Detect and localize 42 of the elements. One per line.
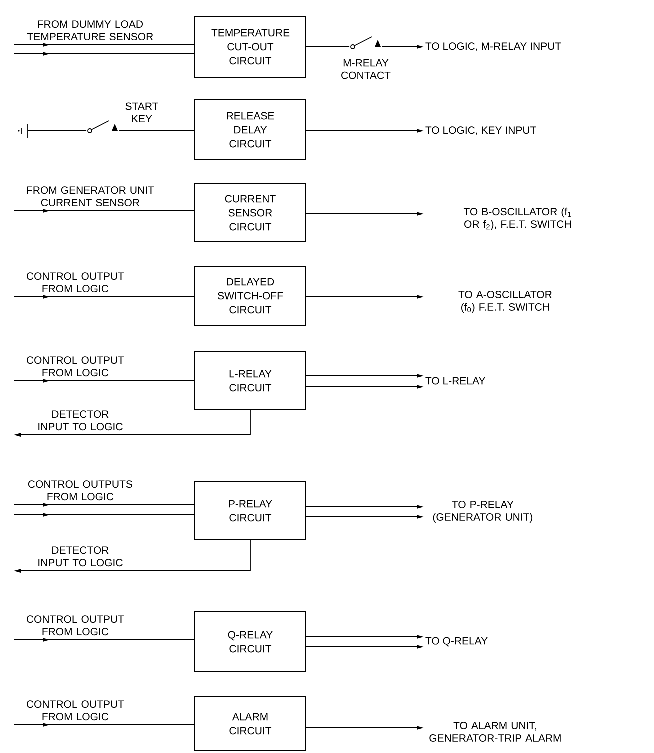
signal-line <box>306 46 350 48</box>
signal-label: FROM DUMMY LOAD TEMPERATURE SENSOR <box>27 20 154 41</box>
signal-label: DETECTOR INPUT TO LOGIC <box>38 410 123 431</box>
arrow <box>14 379 195 383</box>
arrow <box>14 52 195 56</box>
output-label: TO LOGIC, KEY INPUT <box>426 126 536 136</box>
circuit-box: CURRENT SENSOR CIRCUIT <box>194 184 306 242</box>
signal-label: CONTROL OUTPUT FROM LOGIC <box>26 272 124 293</box>
output-label: TO LOGIC, M-RELAY INPUT <box>426 42 562 52</box>
signal-label: FROM GENERATOR UNIT CURRENT SENSOR <box>27 186 154 207</box>
battery-symbol <box>18 124 28 138</box>
circuit-box: ALARM CIRCUIT <box>194 696 306 752</box>
signal-label: CONTROL OUTPUT FROM LOGIC <box>26 700 124 721</box>
circuit-box: DELAYED SWITCH-OFF CIRCUIT <box>194 266 306 326</box>
arrow <box>14 723 195 727</box>
switch-label: START KEY <box>126 102 158 123</box>
output-label: TO P-RELAY (GENERATOR UNIT) <box>433 501 533 524</box>
circuit-box: Q-RELAY CIRCUIT <box>194 612 306 672</box>
arrow <box>14 638 195 642</box>
arrow <box>14 43 195 47</box>
signal-line <box>119 130 195 132</box>
signal-label: CONTROL OUTPUTS FROM LOGIC <box>28 480 132 501</box>
signal-line <box>28 130 87 132</box>
output-label: TO Q-RELAY <box>426 637 488 647</box>
output-label: TO L-RELAY <box>426 377 486 385</box>
circuit-box: L-RELAY CIRCUIT <box>194 352 306 410</box>
circuit-box: RELEASE DELAY CIRCUIT <box>194 100 306 160</box>
arrow <box>14 209 195 213</box>
switch-label: M-RELAY CONTACT <box>342 59 391 80</box>
arrow <box>14 295 195 299</box>
circuit-box: TEMPERATURE CUT-OUT CIRCUIT <box>194 16 306 78</box>
output-label: TO A-OSCILLATOR (f$_{0}$) F.E.T. SWITCH <box>458 291 552 314</box>
arrow <box>14 503 195 507</box>
signal-label: CONTROL OUTPUT FROM LOGIC <box>26 356 124 377</box>
signal-label: CONTROL OUTPUT FROM LOGIC <box>26 616 124 636</box>
circuit-box: P-RELAY CIRCUIT <box>194 482 306 540</box>
output-label: TO B-OSCILLATOR (f$_{1}$ OR f$_{2}$), F.E.T. SWITCH <box>464 208 572 230</box>
switch-symbol <box>350 36 381 50</box>
signal-label: DETECTOR INPUT TO LOGIC <box>38 546 123 567</box>
switch-symbol <box>88 120 118 134</box>
arrow <box>14 513 195 517</box>
output-label: TO ALARM UNIT, GENERATOR-TRIP ALARM <box>430 722 561 742</box>
